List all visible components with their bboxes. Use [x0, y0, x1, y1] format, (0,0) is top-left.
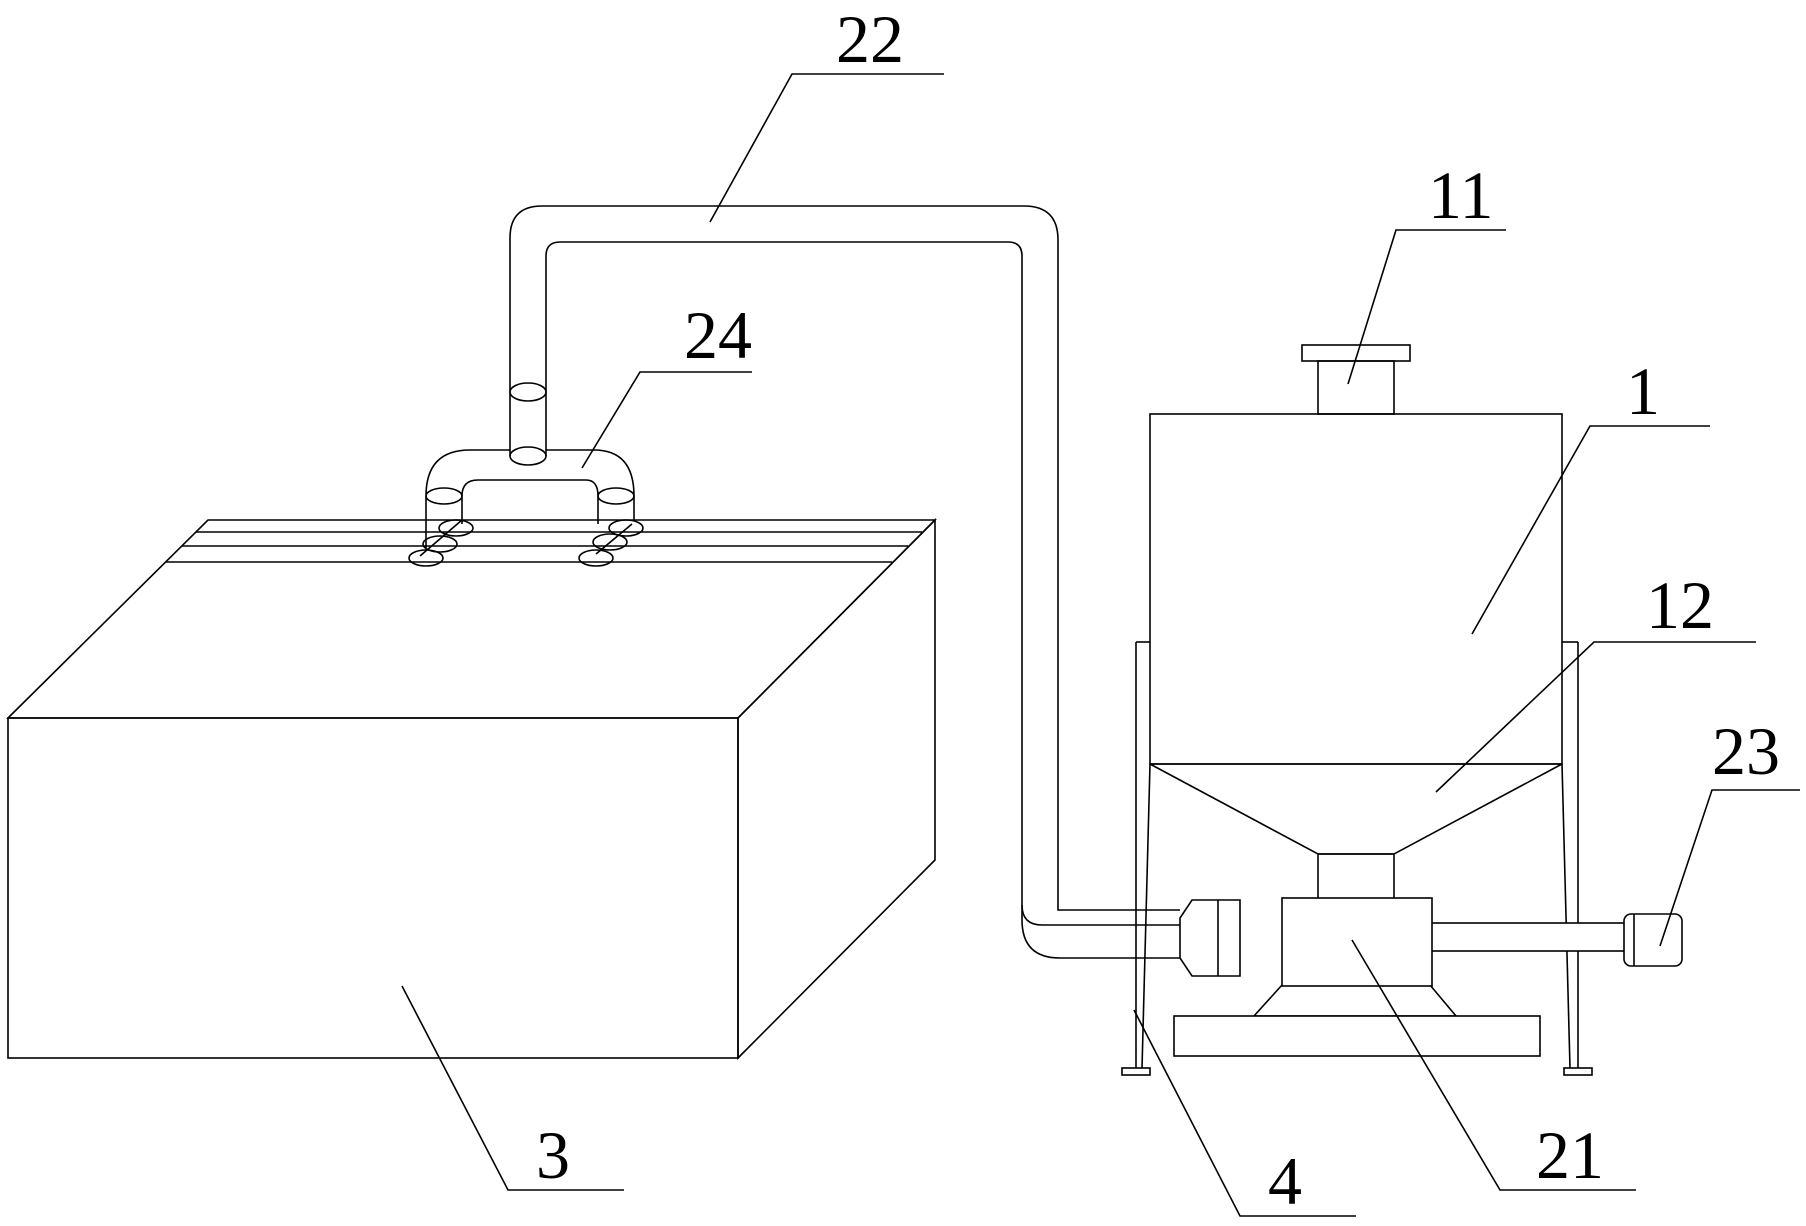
manifold-outer-arch	[425, 449, 635, 497]
hopper-body	[1149, 413, 1563, 765]
label-24: 24	[684, 297, 752, 373]
reference-labels: 22 11 1 24 12 23 3 4 21	[536, 1, 1780, 1219]
pump-body-21	[1281, 897, 1433, 987]
pump-shaft	[1429, 922, 1627, 952]
pipe-22	[509, 205, 1180, 959]
pump-base-plate	[1173, 1015, 1541, 1057]
manifold-top-ellipse	[509, 382, 547, 402]
pipe-22-bottom-bend	[1021, 905, 1180, 959]
label-11: 11	[1428, 157, 1493, 233]
leader-12	[1435, 641, 1756, 793]
hopper-cone-12	[1149, 763, 1563, 855]
frame-left-foot	[1121, 1067, 1151, 1076]
pump-base-support	[1252, 984, 1458, 1017]
pump-assembly	[1173, 897, 1683, 1057]
label-3: 3	[536, 1117, 570, 1193]
manifold-stem-ellipse	[509, 446, 547, 466]
manifold-port-2	[422, 535, 458, 553]
pipe-22-inner	[545, 241, 1180, 926]
label-21: 21	[1536, 1117, 1604, 1193]
manifold-port-4	[608, 519, 644, 537]
hopper-1	[1149, 344, 1563, 901]
frame-left-post-inner	[1141, 763, 1151, 1069]
manifold-right-leg-ellipse	[597, 487, 635, 505]
tank-front-face	[7, 717, 739, 1059]
manifold-port-3	[408, 549, 444, 567]
frame-4	[1121, 641, 1593, 1076]
tank-box-3	[6, 518, 937, 1060]
manifold-hatch-2	[595, 523, 633, 555]
leader-21	[1351, 939, 1636, 1191]
leader-3	[401, 985, 624, 1191]
tank-top-face	[6, 519, 937, 719]
hopper-outlet-neck	[1317, 853, 1395, 901]
leader-4	[1133, 1009, 1356, 1217]
leader-22	[709, 73, 944, 223]
tank-side-face	[737, 518, 936, 1060]
label-23: 23	[1712, 713, 1780, 789]
manifold-port-6	[578, 549, 614, 567]
leader-24	[581, 371, 752, 469]
label-22: 22	[836, 1, 904, 77]
leader-11	[1347, 229, 1506, 385]
label-12: 12	[1646, 567, 1714, 643]
manifold-left-leg-ellipse	[425, 487, 463, 505]
label-4: 4	[1268, 1143, 1302, 1219]
pump-nozzle	[1179, 899, 1241, 977]
manifold-24	[408, 382, 644, 567]
label-1: 1	[1626, 353, 1660, 429]
pipe-22-outer	[509, 205, 1180, 911]
leader-lines	[401, 73, 1800, 1217]
frame-right-post-inner	[1561, 763, 1571, 1069]
frame-right-foot	[1563, 1067, 1593, 1076]
manifold-hatch-1	[419, 519, 463, 557]
leader-1	[1471, 425, 1710, 635]
manifold-inner-arch	[461, 479, 599, 497]
motor-23	[1623, 913, 1683, 967]
leader-23	[1659, 789, 1800, 947]
inlet-11-neck	[1317, 360, 1395, 415]
manifold-port-5	[592, 533, 628, 551]
manifold-port-1	[438, 519, 474, 537]
